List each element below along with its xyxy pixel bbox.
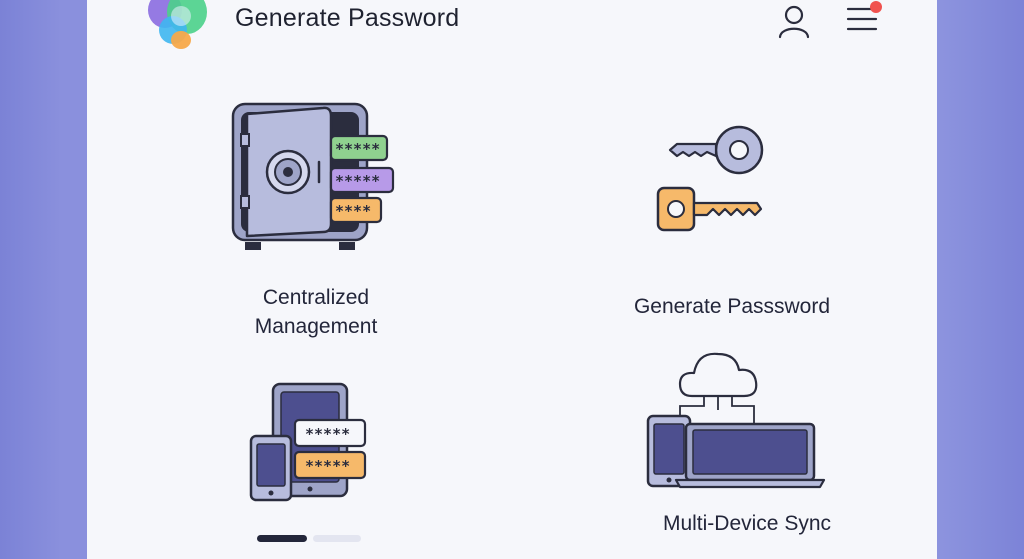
keys-icon — [656, 125, 764, 232]
carousel-pagination — [257, 535, 367, 543]
feature-device-passwords[interactable]: ***** ***** — [247, 380, 417, 505]
mask-text-2: ***** — [335, 172, 380, 190]
app-header: Generate Password — [87, 0, 937, 56]
user-account-button[interactable] — [775, 2, 813, 40]
user-icon — [778, 5, 810, 39]
pagination-dot[interactable] — [313, 535, 361, 542]
page-title: Generate Password — [235, 4, 460, 32]
feature-multi-device-sync[interactable]: Multi-Device Sync — [642, 346, 852, 541]
feature-centralized-management[interactable]: ***** ***** **** Centralized Management — [227, 100, 407, 345]
mask-text-1: ***** — [335, 140, 380, 158]
mask-text-4: ***** — [305, 425, 350, 443]
mask-text-5: ***** — [305, 457, 350, 475]
feature-label-line-1: Centralized — [262, 286, 370, 309]
cloud-sync-devices-icon — [646, 352, 826, 489]
hamburger-menu-icon — [846, 1, 882, 31]
devices-password-icon: ***** ***** — [249, 382, 367, 502]
feature-generate-password[interactable]: Generate Passsword — [634, 120, 847, 325]
feature-label: Centralized Management — [207, 283, 425, 341]
safe-vault-icon: ***** ***** **** — [231, 102, 395, 250]
main-panel: Generate Password — [87, 0, 937, 559]
feature-label-line-2: Management — [254, 315, 378, 338]
mask-text-3: **** — [335, 202, 371, 220]
notification-dot — [870, 1, 882, 13]
feature-label: Generate Passsword — [633, 295, 831, 318]
colorful-blob-logo — [148, 0, 207, 49]
menu-button[interactable] — [845, 0, 885, 36]
pagination-dot-active[interactable] — [257, 535, 307, 542]
feature-label: Multi-Device Sync — [662, 512, 832, 535]
